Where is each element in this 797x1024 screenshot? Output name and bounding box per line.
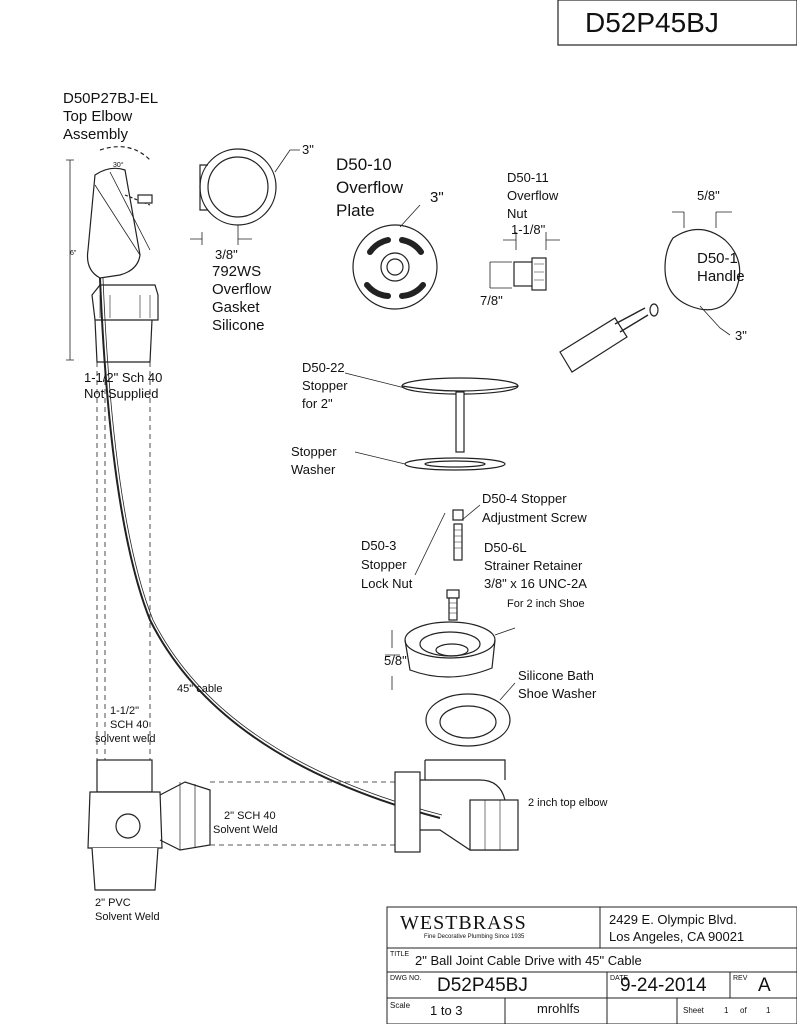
drain-elbow — [394, 759, 519, 853]
stopper — [344, 372, 519, 453]
locknut-code-label: D50-3 — [361, 538, 397, 553]
elbow-height-label: 6" — [70, 250, 77, 257]
nut-dim2-label: 7/8" — [480, 293, 503, 308]
elbow-angle-label: 30° — [113, 162, 124, 169]
title-field-label: TITLE — [390, 951, 410, 958]
scale-value: 1 to 3 — [430, 1003, 463, 1018]
overflow-gasket — [190, 148, 300, 245]
tee-weld-label: solvent weld — [95, 733, 156, 745]
elbow2-size-label: 2" SCH 40 — [224, 810, 276, 822]
top-elbow-assembly — [66, 146, 159, 363]
handle-dim-label: 5/8" — [697, 188, 720, 203]
retainer-thread-label: 3/8" x 16 UNC-2A — [484, 576, 587, 591]
elbow-name2-label: Assembly — [63, 126, 129, 143]
pvc-weld-label: Solvent Weld — [95, 911, 160, 923]
plate-code-label: D50-10 — [336, 155, 392, 174]
sheet-number: 1 — [724, 1006, 729, 1015]
elbow-code-label: D50P27BJ-EL — [63, 90, 159, 107]
nut-name2-label: Nut — [507, 206, 528, 221]
nut-name-label: Overflow — [507, 188, 559, 203]
retainer-for-label: For 2 inch Shoe — [507, 598, 585, 610]
handle-code-label: D50-1 — [697, 250, 738, 267]
shoe-washer2-label: Shoe Washer — [518, 686, 597, 701]
stopper-name-label: Stopper — [302, 378, 348, 393]
shoe-dim-label: 5/8" — [384, 653, 407, 668]
gasket-name-label: Overflow — [212, 281, 272, 298]
tee-fitting — [87, 759, 211, 891]
elbow-name-label: Top Elbow — [63, 108, 133, 125]
bath-shoe — [385, 621, 516, 690]
shoe-washer-label: Silicone Bath — [518, 668, 594, 683]
tee-size-label: 1-1/2" — [110, 705, 139, 717]
screw-code-label: D50-4 Stopper — [482, 491, 567, 506]
handle-size-label: 3" — [735, 328, 747, 343]
stopper-washer — [354, 451, 506, 471]
washer-name2-label: Washer — [291, 462, 336, 477]
nut-code-label: D50-11 — [507, 170, 549, 185]
date-field-label: DATE — [610, 975, 629, 982]
dwg-no-field-label: DWG NO. — [390, 975, 422, 982]
gasket-name3-label: Silicone — [212, 317, 265, 334]
company-tagline: Fine Decorative Plumbing Since 1935 — [424, 934, 525, 940]
rev-value: A — [758, 975, 771, 996]
pipe-top2-label: Not Supplied — [84, 386, 159, 401]
gasket-code-label: 792WS — [212, 263, 262, 280]
overflow-nut — [489, 232, 560, 291]
date-value: 9-24-2014 — [620, 975, 707, 996]
drawing-title: 2" Ball Joint Cable Drive with 45" Cable — [415, 953, 642, 968]
sheet-total: 1 — [766, 1006, 771, 1015]
dwg-no-value: D52P45BJ — [437, 975, 528, 996]
top-elbow-bottom-label: 2 inch top elbow — [528, 797, 608, 809]
stopper-for-label: for 2" — [302, 396, 333, 411]
locknut-name-label: Stopper — [361, 557, 407, 572]
locknut-name2-label: Lock Nut — [361, 576, 413, 591]
nut-dim1-label: 1-1/8" — [511, 222, 546, 237]
part-number-header: D52P45BJ — [585, 7, 719, 38]
plate-name-label: Overflow — [336, 178, 404, 197]
cable-line — [99, 277, 441, 819]
gasket-size-label: 3" — [302, 142, 314, 157]
plate-name2-label: Plate — [336, 201, 375, 220]
handle-name-label: Handle — [697, 268, 745, 285]
sheet-of-label: of — [740, 1006, 747, 1015]
sheet-field-label: Sheet — [683, 1006, 704, 1015]
elbow2-weld-label: Solvent Weld — [213, 824, 278, 836]
strainer-retainer — [446, 589, 460, 621]
pipe-top-label: 1-1/2" Sch 40 — [84, 370, 163, 385]
plate-size-label: 3" — [430, 189, 444, 206]
retainer-name-label: Strainer Retainer — [484, 558, 583, 573]
address-line1: 2429 E. Olympic Blvd. — [609, 912, 737, 927]
pvc-label: 2" PVC — [95, 897, 131, 909]
company-logo: WESTBRASS — [400, 912, 527, 934]
rev-field-label: REV — [733, 975, 748, 982]
handle-assembly — [559, 211, 741, 373]
overflow-plate — [352, 204, 438, 310]
drawn-by-value: mrohlfs — [537, 1001, 580, 1016]
retainer-code-label: D50-6L — [484, 540, 527, 555]
gasket-thickness-label: 3/8" — [215, 247, 238, 262]
washer-name-label: Stopper — [291, 444, 337, 459]
cable-label: 45" cable — [177, 683, 223, 695]
part-number-box — [557, 0, 797, 46]
address-line2: Los Angeles, CA 90021 — [609, 929, 745, 944]
adjustment-screw — [414, 504, 481, 576]
stopper-code-label: D50-22 — [302, 360, 345, 375]
shoe-washer — [425, 682, 516, 747]
screw-name-label: Adjustment Screw — [482, 510, 587, 525]
gasket-name2-label: Gasket — [212, 299, 260, 316]
title-block-lines — [386, 906, 797, 1024]
tee-sch-label: SCH 40 — [110, 719, 149, 731]
scale-field-label: Scale — [390, 1001, 411, 1010]
